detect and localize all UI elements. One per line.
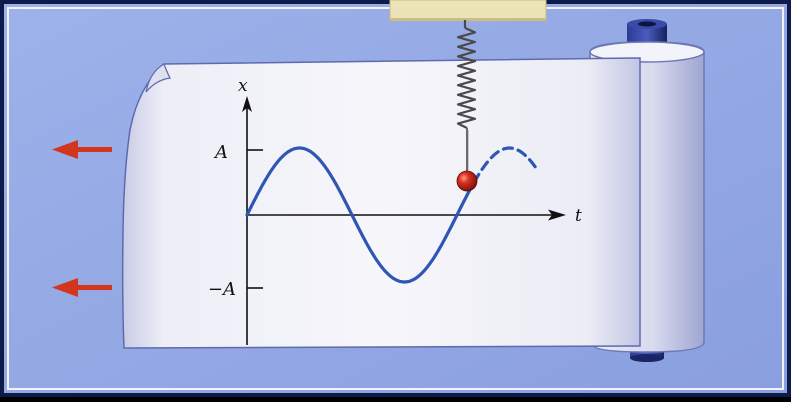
horizontal-axis-arrowhead xyxy=(548,209,566,221)
top-support xyxy=(389,0,547,21)
mass-ball-icon xyxy=(456,170,478,192)
top-support-shadow xyxy=(390,18,546,21)
vertical-axis-label: x xyxy=(238,76,248,96)
paper-roll-top xyxy=(589,41,705,63)
spring-icon xyxy=(456,26,477,129)
horizontal-axis-label: t xyxy=(575,206,582,226)
vertical-axis-arrowhead xyxy=(242,96,252,112)
displacement-curve xyxy=(245,146,469,284)
tick-label-positive: A xyxy=(213,142,228,163)
left-arrow-icon xyxy=(52,140,112,159)
paper-sheet xyxy=(121,57,641,349)
displacement-curve-continuation xyxy=(465,146,540,197)
paper-curl xyxy=(145,63,171,93)
left-arrow-icon xyxy=(52,278,112,297)
tick-label-negative: −A xyxy=(208,279,236,300)
